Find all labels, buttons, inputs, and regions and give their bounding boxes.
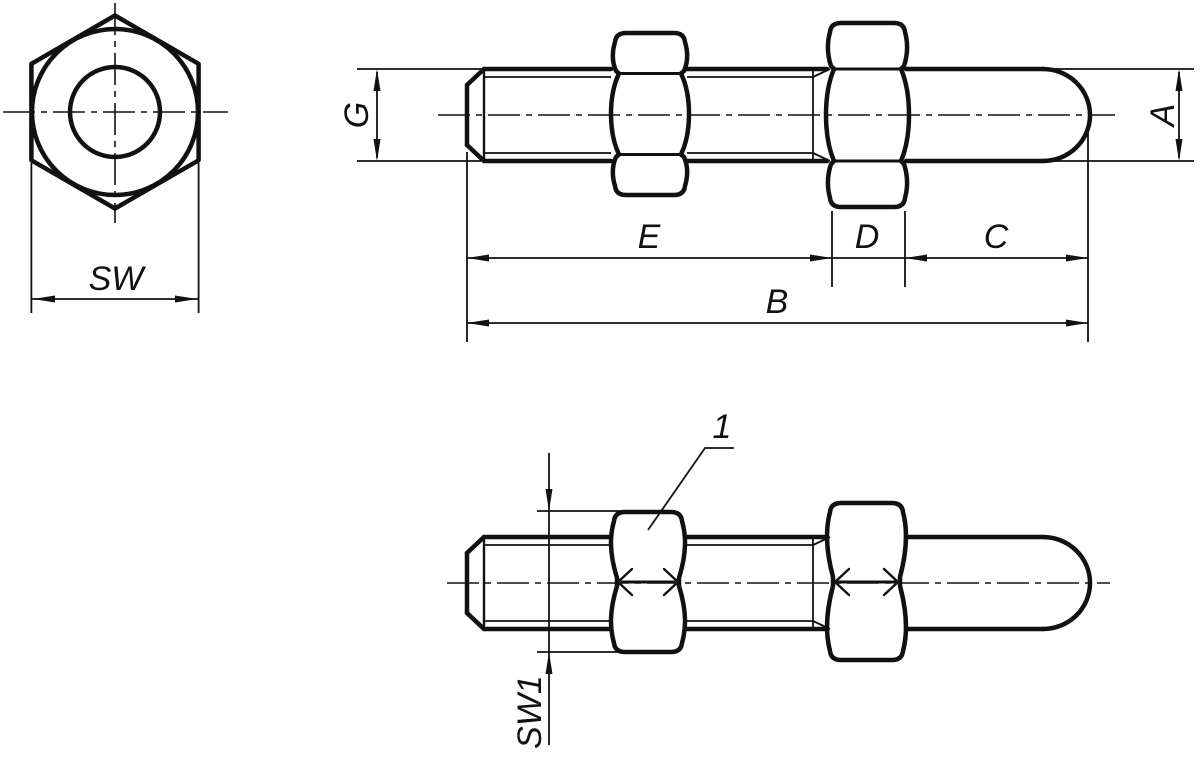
dimension-sw: SW [30,163,200,313]
e-arrow-right [810,254,832,262]
side-view-stud: G A E D C [338,20,1194,342]
thread-root-lines [484,76,813,154]
lock-nut-chevron-right [662,567,680,597]
e-arrow-left [467,254,489,262]
g-label: G [338,102,376,128]
pin-lines-bottom [903,534,1046,632]
dimension-sw1: SW1 [511,453,666,749]
thread-crest-lines [481,66,830,164]
sw1-arrow-up [545,652,553,674]
sw-arrow-right [175,295,197,303]
sw-label: SW [89,260,147,298]
c-label: C [984,218,1009,256]
dimension-g: G [338,68,481,162]
a-arrow-up [1175,69,1183,91]
collar-nut-chevron-right [882,567,900,597]
chamfer-circle [29,26,201,198]
thread-root-lines-bottom [484,544,813,622]
collar-nut-outline-af [824,500,909,663]
sw1-arrow-down [545,489,553,511]
b-arrow-right [1066,319,1088,327]
lock-nut-outline [608,30,692,198]
a-arrow-down [1175,139,1183,161]
b-arrow-left [467,319,489,327]
dimension-edc: E D C [466,130,1089,342]
tip-chamfer-bottom-bottom-view [464,610,487,632]
b-label: B [766,283,789,321]
item-reference-1: 1 [647,408,734,531]
d-label: D [855,218,880,256]
thread-crest-lines-bottom [481,534,830,632]
c-arrow-right [1066,254,1088,262]
collar-nut-top [823,20,912,210]
c-arrow-left [905,254,927,262]
thread-runout-top [812,68,831,78]
lock-nut-top [608,30,692,198]
collar-nut-bottom [824,500,909,663]
item-1-leader-line [647,447,734,531]
tip-chamfer-bottom [464,142,487,164]
g-arrow-up [373,69,381,91]
g-arrow-down [373,139,381,161]
front-view-hex-nut: SW [3,3,228,313]
pin-lines [903,66,1046,164]
tip-chamfer-top [464,66,487,88]
detail-view-stud: SW1 1 [447,408,1110,749]
dimension-a: A [1049,68,1194,162]
sw-arrow-left [33,295,55,303]
stud-body-top [464,66,1093,164]
lock-nut-bottom [608,509,688,655]
stud-body-bottom [464,534,1093,632]
lock-nut-facet-edges [616,72,684,156]
dome-tip [1040,66,1093,164]
sw1-label: SW1 [511,675,549,749]
hex-outline [29,13,201,211]
dimension-b: B [467,283,1088,327]
bore-circle [67,64,163,160]
tip-chamfer-top-bottom-view [464,534,487,556]
collar-nut-chevron-left [833,567,851,597]
collar-nut-facet-edges [832,67,903,163]
item-1-label: 1 [713,408,732,446]
dome-tip-bottom [1040,534,1093,632]
lock-nut-chevron-left [616,567,634,597]
thread-runout-bottom [812,152,831,162]
e-label: E [638,218,661,256]
a-label: A [1144,104,1182,129]
lock-nut-outline-af [608,509,688,655]
